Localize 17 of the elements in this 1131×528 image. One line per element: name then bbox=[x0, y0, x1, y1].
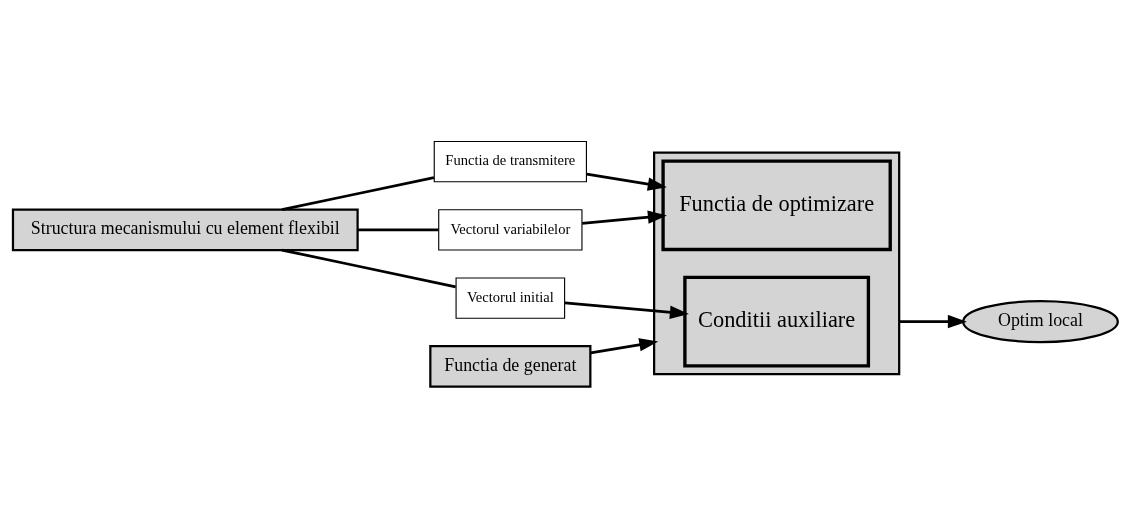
arrow bbox=[586, 172, 667, 191]
arrow bbox=[899, 314, 967, 329]
node-box: Vectorul initial bbox=[455, 277, 566, 319]
node-box: Vectorul variabilelor bbox=[438, 209, 583, 251]
node-box: Functia de generat bbox=[429, 345, 592, 388]
arrow bbox=[590, 338, 659, 355]
connector bbox=[357, 228, 439, 232]
cluster bbox=[653, 151, 901, 376]
arrow bbox=[564, 301, 689, 319]
node-ellipse: Optim local bbox=[962, 300, 1119, 344]
connector bbox=[281, 248, 456, 289]
node-box: Conditii auxiliare bbox=[683, 275, 871, 368]
arrow bbox=[582, 210, 667, 225]
node-box: Functia de transmitere bbox=[433, 140, 587, 183]
node-box: Functia de optimizare bbox=[661, 159, 892, 252]
node-box: Structura mecanismului cu element flexibil bbox=[11, 208, 359, 252]
connector bbox=[281, 176, 435, 212]
